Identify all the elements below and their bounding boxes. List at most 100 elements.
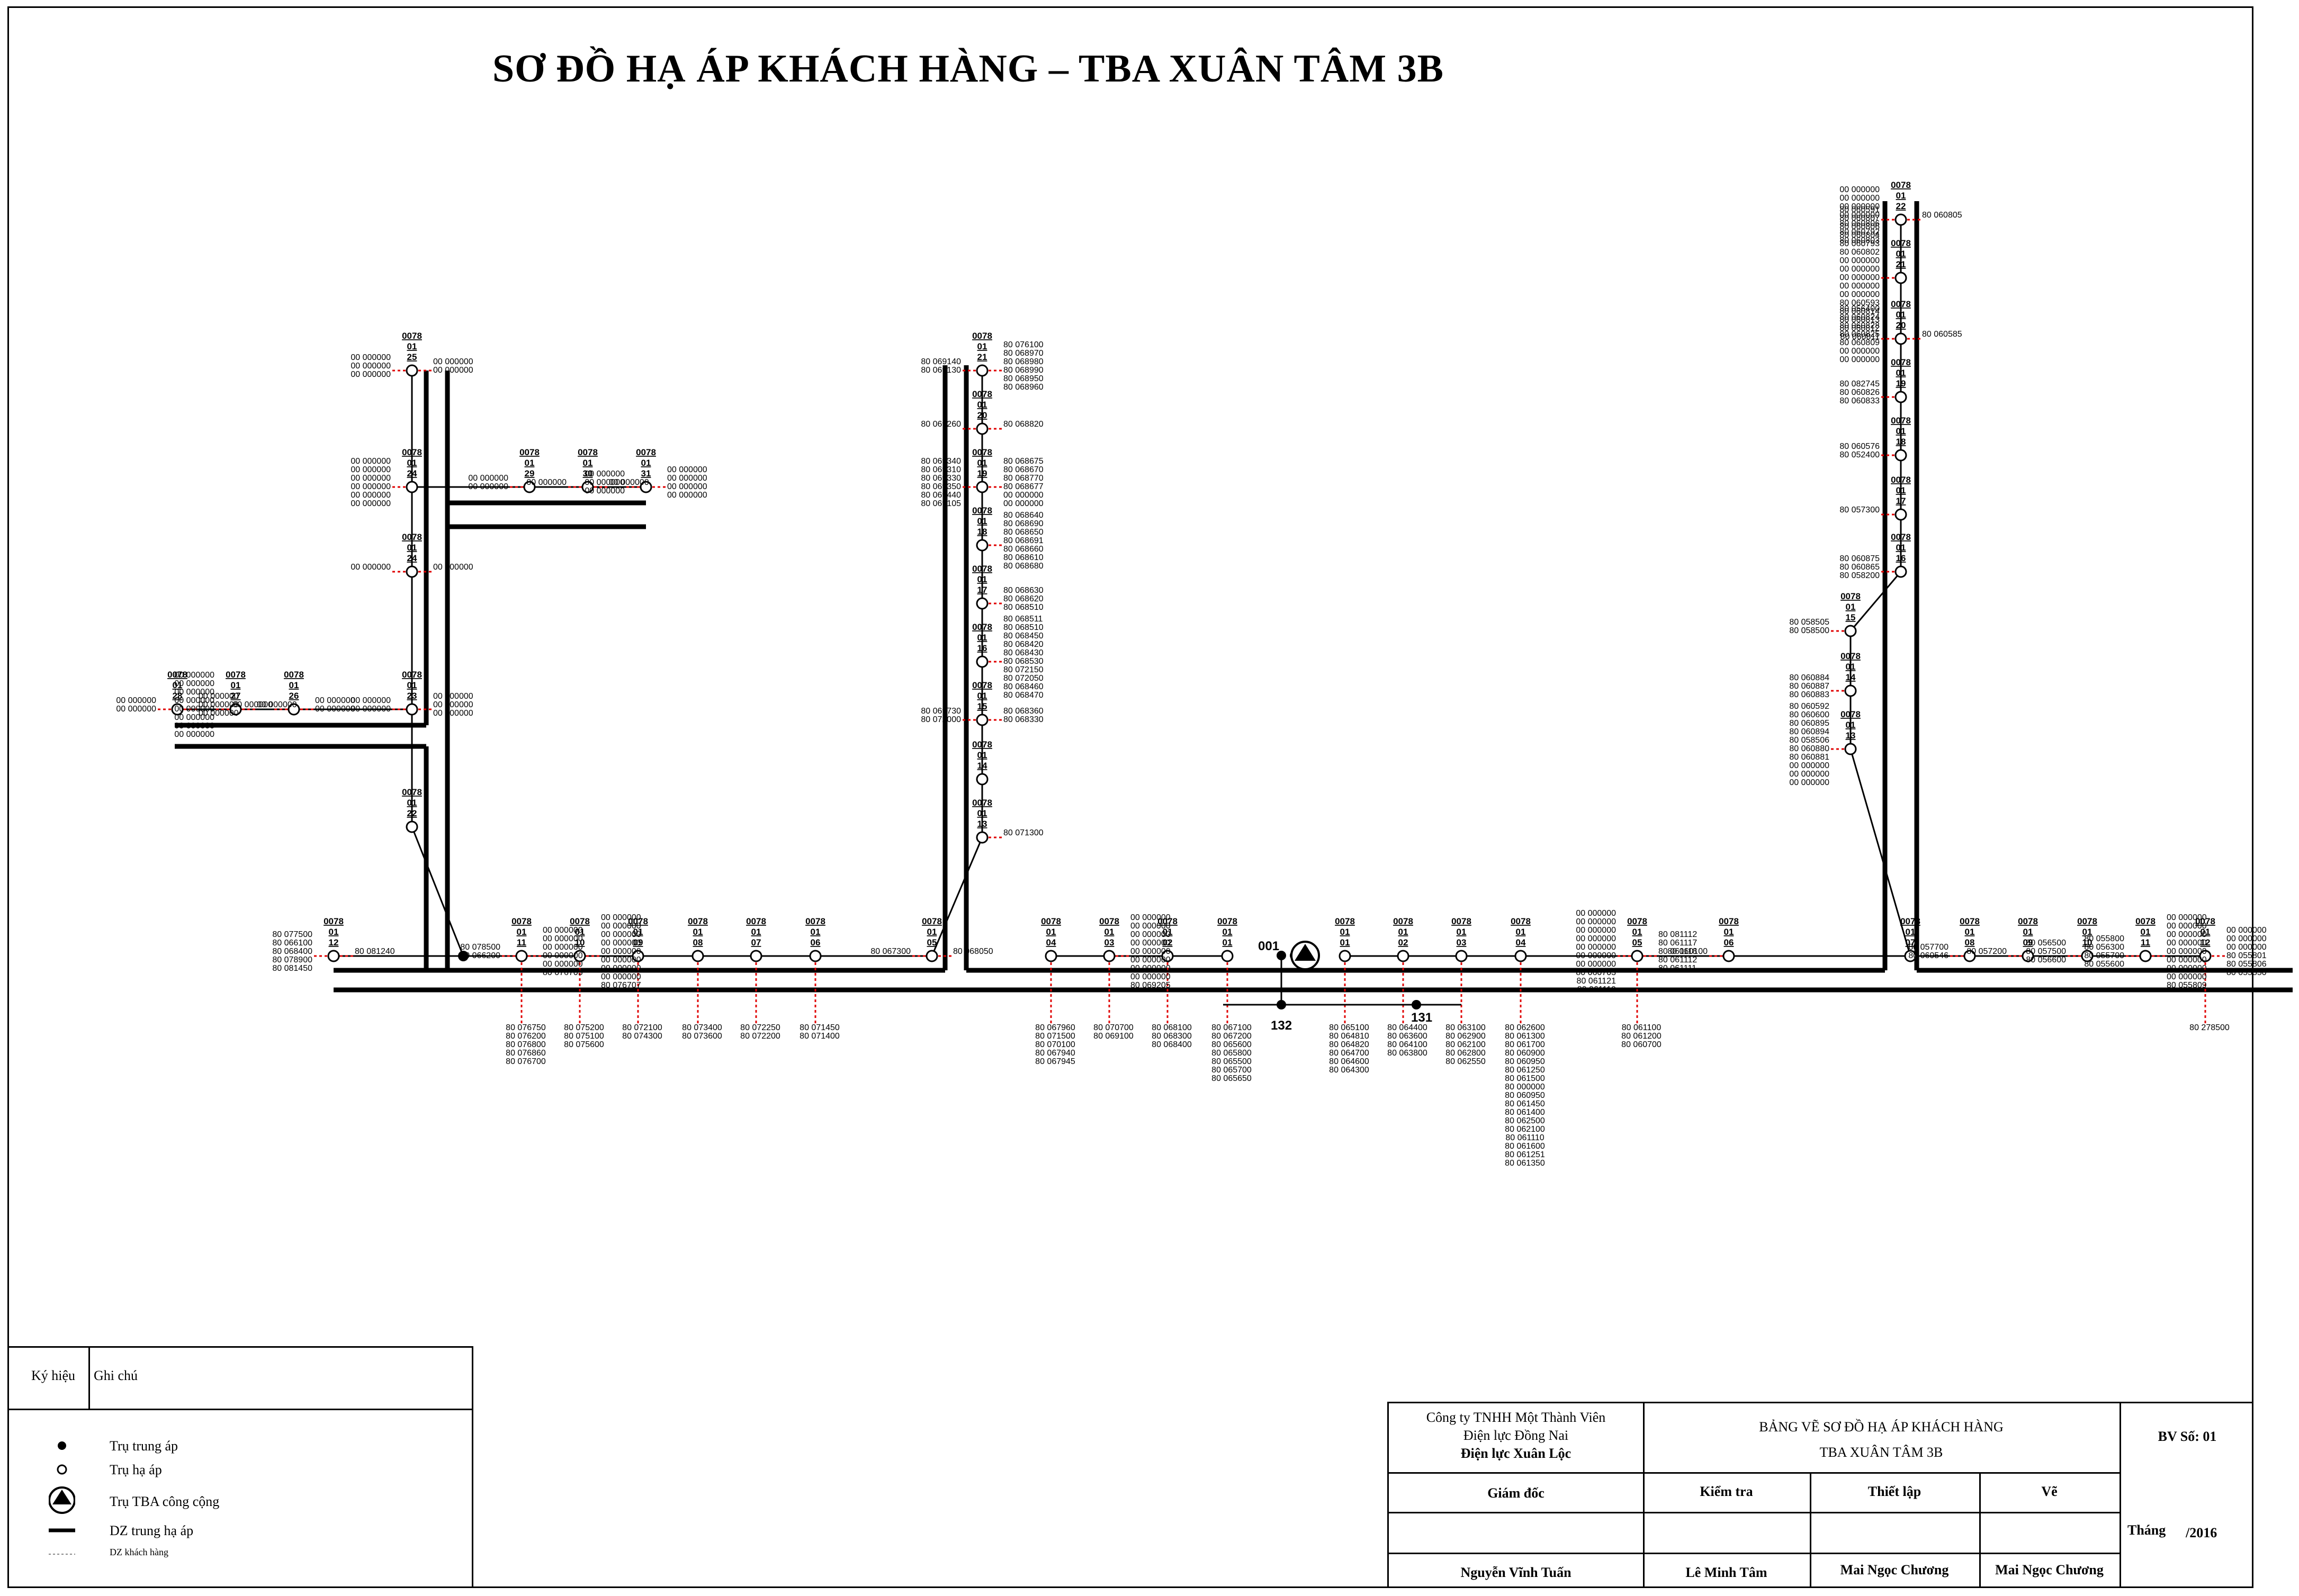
pole-r04-code: 01 bbox=[1516, 927, 1526, 937]
pole-r11-right-customer: 00 000000 bbox=[2167, 964, 2207, 973]
pole-m16-code: 01 bbox=[977, 633, 987, 643]
pole-l07-code: 01 bbox=[751, 927, 761, 937]
pole-m01-below-customer: 80 067100 bbox=[1211, 1023, 1252, 1032]
pole-l25-code: 0078 bbox=[402, 331, 422, 341]
pole-r04-below-customer: 80 060950 bbox=[1505, 1091, 1545, 1100]
role-draw: Vẽ bbox=[2041, 1484, 2058, 1499]
pole-m01 bbox=[1221, 950, 1234, 962]
pole-l06-code: 01 bbox=[811, 927, 821, 937]
pole-r21-left-customer: 80 060812 bbox=[1839, 324, 1880, 333]
pole-r11-right-customer: 00 000000 bbox=[2167, 939, 2207, 948]
pole-r08-left-customer: 80 057700 bbox=[1908, 943, 1948, 952]
pole-l24a-left-customer: 00 000000 bbox=[351, 499, 391, 508]
pole-l29-code: 0078 bbox=[519, 447, 540, 457]
pole-r13-left-customer: 00 000000 bbox=[1789, 778, 1829, 787]
pole-l11-right-customer: 00 000000 bbox=[543, 934, 583, 943]
pole-l31-left-customer: 00 000000 bbox=[585, 470, 625, 479]
pole-r21-code: 01 bbox=[1896, 249, 1906, 259]
pole-r13 bbox=[1844, 743, 1857, 755]
pole-r14-code: 14 bbox=[1846, 672, 1856, 682]
legend-row-mv-line: DZ trung hạ áp bbox=[9, 1520, 472, 1541]
pole-l28-right-customer: 00 000000 bbox=[199, 709, 239, 718]
pole-m02-code: 02 bbox=[1163, 937, 1173, 948]
pole-l09-code: 0078 bbox=[628, 916, 648, 926]
pole-r11-left-customer: 80 055600 bbox=[2084, 960, 2124, 969]
pole-m16-right-customer: 80 068460 bbox=[1003, 682, 1044, 691]
pole-m01-code: 01 bbox=[1223, 927, 1233, 937]
pole-r05-left-customer: 80 061119 bbox=[1577, 985, 1616, 994]
pole-l23-left-customer: 00 000000 bbox=[351, 696, 391, 705]
pole-l10-right-customer: 80 076707 bbox=[601, 981, 641, 990]
pole-r12-right-customer: 00 000000 bbox=[2226, 926, 2267, 935]
pole-r14-left-customer: 80 060884 bbox=[1789, 673, 1829, 682]
pole-l25-right-customer: 00 000000 bbox=[433, 357, 473, 366]
pole-m16-right-customer: 80 068470 bbox=[1003, 691, 1044, 700]
pole-l30-code: 30 bbox=[583, 468, 593, 479]
pole-m16-right-customer: 80 068530 bbox=[1003, 657, 1044, 666]
pole-l12-left-customer: 80 068400 bbox=[272, 947, 312, 956]
pole-r11-right-customer: 00 000000 bbox=[2167, 947, 2207, 956]
pole-r10-code: 0078 bbox=[2077, 916, 2097, 926]
pole-r11 bbox=[2139, 950, 2152, 962]
pole-r20-left-customer: 00 000000 bbox=[1839, 347, 1880, 356]
pole-r10-left-customer: 80 056600 bbox=[2026, 955, 2066, 964]
pole-m16-right-customer: 80 068420 bbox=[1003, 640, 1044, 649]
pole-l24a-code: 24 bbox=[407, 468, 417, 479]
pole-l27-left-customer: 00 000000 bbox=[174, 688, 214, 697]
pole-l26-right-customer: 00 000000 bbox=[315, 705, 355, 714]
pole-m18-right-customer: 80 068650 bbox=[1003, 528, 1044, 537]
pole-r05-left-customer: 00 000000 bbox=[1576, 934, 1616, 943]
pole-m21-left-customer: 80 069130 bbox=[921, 366, 961, 375]
pole-l25-right-customer: 00 000000 bbox=[433, 366, 473, 375]
pole-r06 bbox=[1722, 950, 1735, 962]
pole-l30-code: 01 bbox=[583, 458, 593, 468]
pole-l12-left-customer: 80 066100 bbox=[272, 939, 312, 948]
pole-l24a-left-customer: 00 000000 bbox=[351, 491, 391, 500]
pole-r16-code: 16 bbox=[1896, 553, 1906, 563]
pole-r06-code: 0078 bbox=[1719, 916, 1739, 926]
pole-r04-below-customer: 80 062500 bbox=[1505, 1116, 1545, 1125]
legend-col-symbol: Ký hiệu bbox=[31, 1368, 76, 1383]
pole-l25-left-customer: 00 000000 bbox=[351, 362, 391, 371]
pole-r05-below-customer: 80 060700 bbox=[1621, 1040, 1662, 1049]
pole-r20-left-customer: 00 000000 bbox=[1839, 355, 1880, 364]
pole-l31-code: 31 bbox=[641, 468, 651, 479]
pole-m18-right-customer: 80 068691 bbox=[1003, 536, 1044, 545]
pole-r03-below-customer: 80 063100 bbox=[1445, 1023, 1486, 1032]
pole-l25-left-customer: 00 000000 bbox=[351, 353, 391, 362]
pole-r04-code: 04 bbox=[1516, 937, 1526, 948]
pole-r16-left-customer: 80 060865 bbox=[1839, 563, 1880, 572]
pole-r17-code: 01 bbox=[1896, 485, 1906, 495]
pole-m17-right-customer: 80 068630 bbox=[1003, 586, 1044, 595]
pole-r21-left-customer: 80 060804 bbox=[1839, 231, 1880, 240]
pole-r22-left-customer: 00 000000 bbox=[1839, 185, 1880, 194]
pole-l11-below-customer: 80 076700 bbox=[506, 1057, 546, 1066]
pole-m18-right-customer: 80 068690 bbox=[1003, 519, 1044, 528]
pole-m19-code: 01 bbox=[977, 458, 987, 468]
pole-m20-code: 0078 bbox=[972, 389, 992, 399]
pole-r13-left-customer: 80 060600 bbox=[1789, 710, 1829, 719]
pole-m03 bbox=[1103, 950, 1116, 962]
pole-m04 bbox=[1045, 950, 1057, 962]
pole-l11 bbox=[515, 950, 528, 962]
pole-r22-code: 01 bbox=[1896, 191, 1906, 201]
pole-r12-code: 0078 bbox=[2195, 916, 2215, 926]
pole-r11-code: 11 bbox=[2141, 937, 2150, 948]
pole-l31-right-customer: 00 000000 bbox=[667, 482, 707, 491]
pole-r11-right-customer: 00 000000 bbox=[2167, 955, 2207, 964]
pole-m18-right-customer: 80 068610 bbox=[1003, 553, 1044, 562]
pole-r21-left-customer: 00 000000 bbox=[1839, 290, 1880, 299]
pole-l22-code: 0078 bbox=[402, 787, 422, 797]
pole-r09-code: 01 bbox=[2023, 927, 2033, 937]
pole-r03-below-customer: 80 062550 bbox=[1445, 1057, 1486, 1066]
pole-r19-left-customer: 80 082745 bbox=[1839, 380, 1880, 389]
pole-l29-left-customer: 00 000000 bbox=[468, 474, 508, 483]
company-line-1: Công ty TNHH Một Thành Viên bbox=[1426, 1410, 1606, 1425]
pole-r12-right-customer: 80 055806 bbox=[2226, 960, 2267, 969]
branch-line bbox=[1849, 571, 1902, 632]
pole-r19-left-customer: 80 060826 bbox=[1839, 388, 1880, 397]
pole-m19-left-customer: 80 069440 bbox=[921, 491, 961, 500]
pole-r21-left-customer: 80 060806 bbox=[1839, 222, 1880, 231]
pole-m15-left-customer: 80 072000 bbox=[921, 715, 961, 724]
pole-r05-right-customer: 80 061111 bbox=[1658, 964, 1696, 973]
